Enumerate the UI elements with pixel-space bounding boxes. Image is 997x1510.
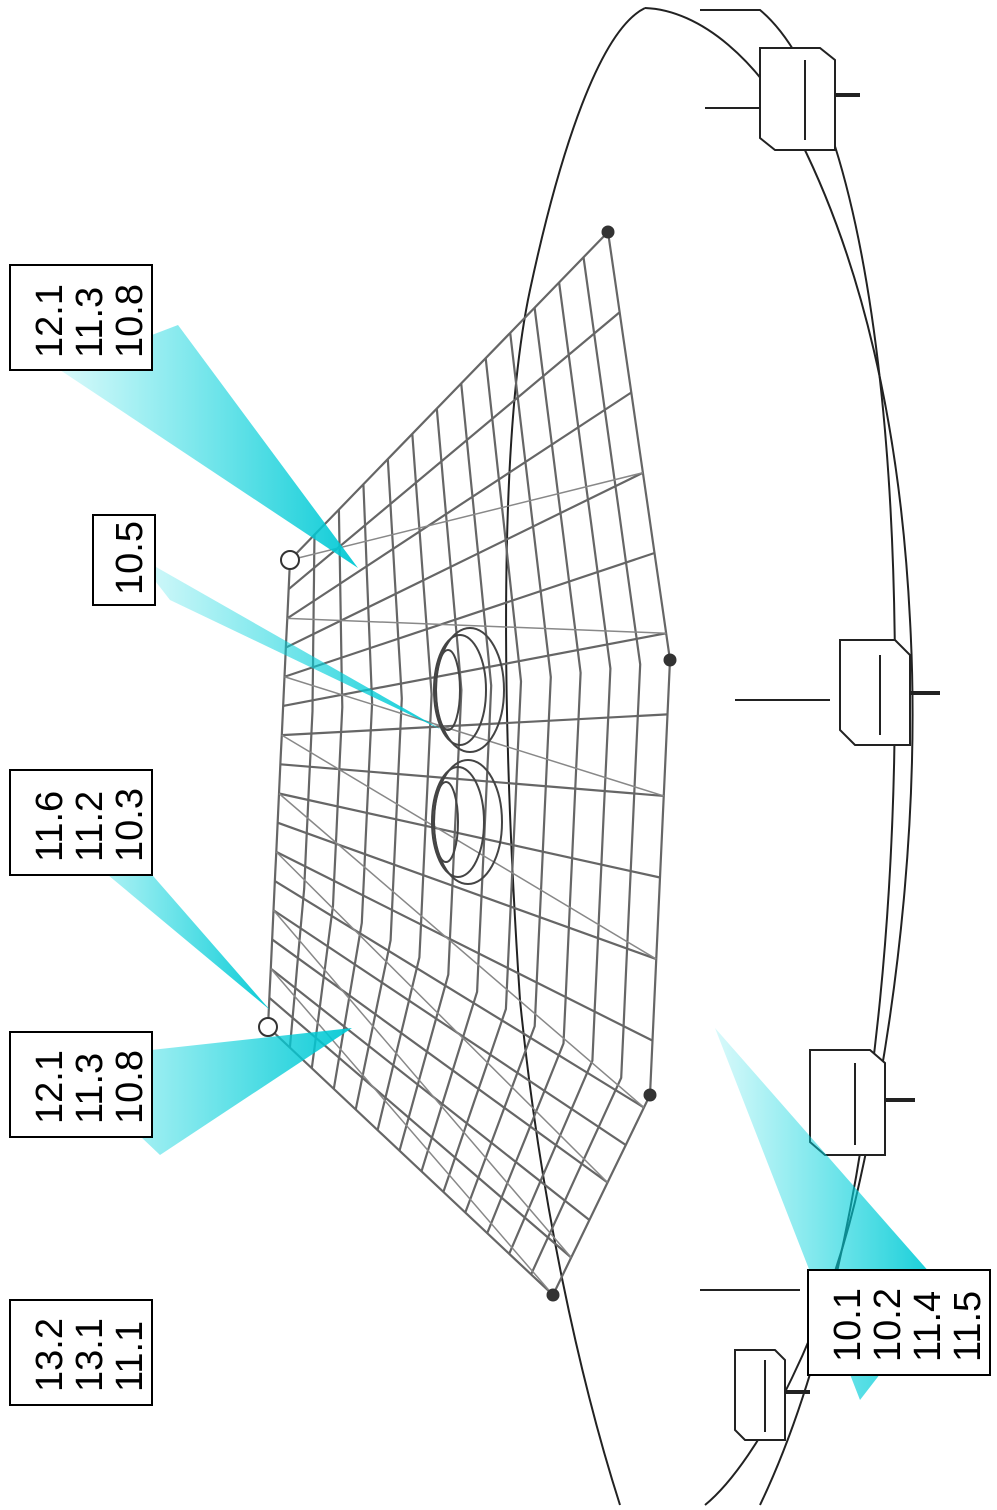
svg-text:13.2: 13.2 bbox=[29, 1318, 71, 1392]
net-rope-diagonal bbox=[281, 734, 657, 960]
foot-3 bbox=[809, 1049, 915, 1156]
net-rope-diagonal bbox=[278, 792, 645, 1109]
net-rope-cross bbox=[442, 358, 523, 1193]
callout-box-mid-upper: 11.6 11.2 10.3 bbox=[9, 769, 153, 876]
svg-text:11.6: 11.6 bbox=[29, 791, 71, 862]
foot-1 bbox=[759, 47, 860, 151]
net-rope-diagonal bbox=[272, 909, 572, 1258]
net-rope-radial bbox=[267, 1026, 554, 1296]
svg-text:11.2: 11.2 bbox=[69, 791, 111, 862]
net-rope-radial bbox=[271, 938, 609, 1184]
net-rope-radial bbox=[270, 967, 591, 1221]
net-rope-radial bbox=[284, 551, 655, 678]
svg-text:11.4: 11.4 bbox=[907, 1291, 949, 1362]
svg-text:11.3: 11.3 bbox=[69, 287, 111, 358]
tube-rings bbox=[431, 627, 505, 885]
svg-text:10.5: 10.5 bbox=[109, 521, 151, 595]
callout-box-mid-lower: 12.1 11.3 10.8 bbox=[9, 1031, 153, 1138]
foot-4 bbox=[734, 1349, 810, 1441]
net-rope-cross bbox=[288, 534, 316, 1048]
net-rope-cross bbox=[508, 282, 612, 1255]
svg-text:11.1: 11.1 bbox=[109, 1321, 151, 1392]
callout-box-bottom-left: 13.2 13.1 11.1 bbox=[9, 1299, 153, 1406]
net-rope-radial bbox=[272, 909, 627, 1146]
svg-text:10.1: 10.1 bbox=[827, 1288, 869, 1362]
net-rope-radial bbox=[287, 311, 621, 591]
net-rope-radial bbox=[274, 880, 645, 1109]
beam-top-left bbox=[60, 325, 358, 568]
net-rope-cross bbox=[530, 257, 642, 1275]
callout-box-mid-top: 10.5 bbox=[92, 514, 156, 606]
svg-text:10.2: 10.2 bbox=[867, 1288, 909, 1362]
net-rope-radial bbox=[281, 713, 668, 737]
rope-net bbox=[266, 231, 672, 1296]
svg-text:11.3: 11.3 bbox=[69, 1053, 111, 1124]
net-rope-radial bbox=[278, 792, 661, 879]
svg-text:12.1: 12.1 bbox=[29, 284, 71, 358]
anchor-fittings bbox=[258, 225, 677, 1302]
net-rope-cross bbox=[420, 383, 493, 1172]
net-rope-cross bbox=[310, 509, 344, 1069]
support-feet bbox=[734, 47, 940, 1441]
net-rope-diagonal bbox=[275, 851, 609, 1184]
net-rope-cross bbox=[464, 332, 552, 1213]
net-rope-cross bbox=[376, 433, 433, 1131]
svg-text:10.3: 10.3 bbox=[109, 788, 151, 862]
net-rope-radial bbox=[286, 391, 632, 620]
svg-text:13.1: 13.1 bbox=[69, 1318, 111, 1392]
net-rope-cross bbox=[354, 459, 403, 1110]
net-rope-cross bbox=[552, 231, 672, 1296]
svg-text:11.5: 11.5 bbox=[947, 1291, 989, 1362]
svg-text:10.8: 10.8 bbox=[109, 1050, 151, 1124]
svg-text:12.1: 12.1 bbox=[29, 1050, 71, 1124]
foot-2 bbox=[839, 639, 940, 746]
svg-text:10.8: 10.8 bbox=[109, 284, 151, 358]
net-rope-radial bbox=[275, 850, 653, 1042]
net-rope-diagonal bbox=[287, 617, 667, 634]
callout-box-bottom-right: 10.1 10.2 11.4 11.5 bbox=[807, 1269, 991, 1376]
net-rope-cross bbox=[332, 484, 374, 1089]
net-rope-cross bbox=[398, 408, 463, 1151]
net-rope-radial bbox=[289, 231, 609, 561]
net-rope-radial bbox=[277, 821, 657, 961]
callout-box-top-left: 12.1 11.3 10.8 bbox=[9, 264, 153, 371]
net-rope-cross bbox=[486, 307, 582, 1234]
beam-mid-top bbox=[135, 555, 442, 730]
net-rope-radial bbox=[285, 471, 644, 649]
callout-beams bbox=[60, 325, 945, 1400]
net-rope-diagonal bbox=[270, 968, 554, 1296]
net-rope-diagonal bbox=[289, 472, 644, 561]
net-rope-radial bbox=[282, 632, 667, 708]
net-rope-radial bbox=[280, 763, 664, 798]
